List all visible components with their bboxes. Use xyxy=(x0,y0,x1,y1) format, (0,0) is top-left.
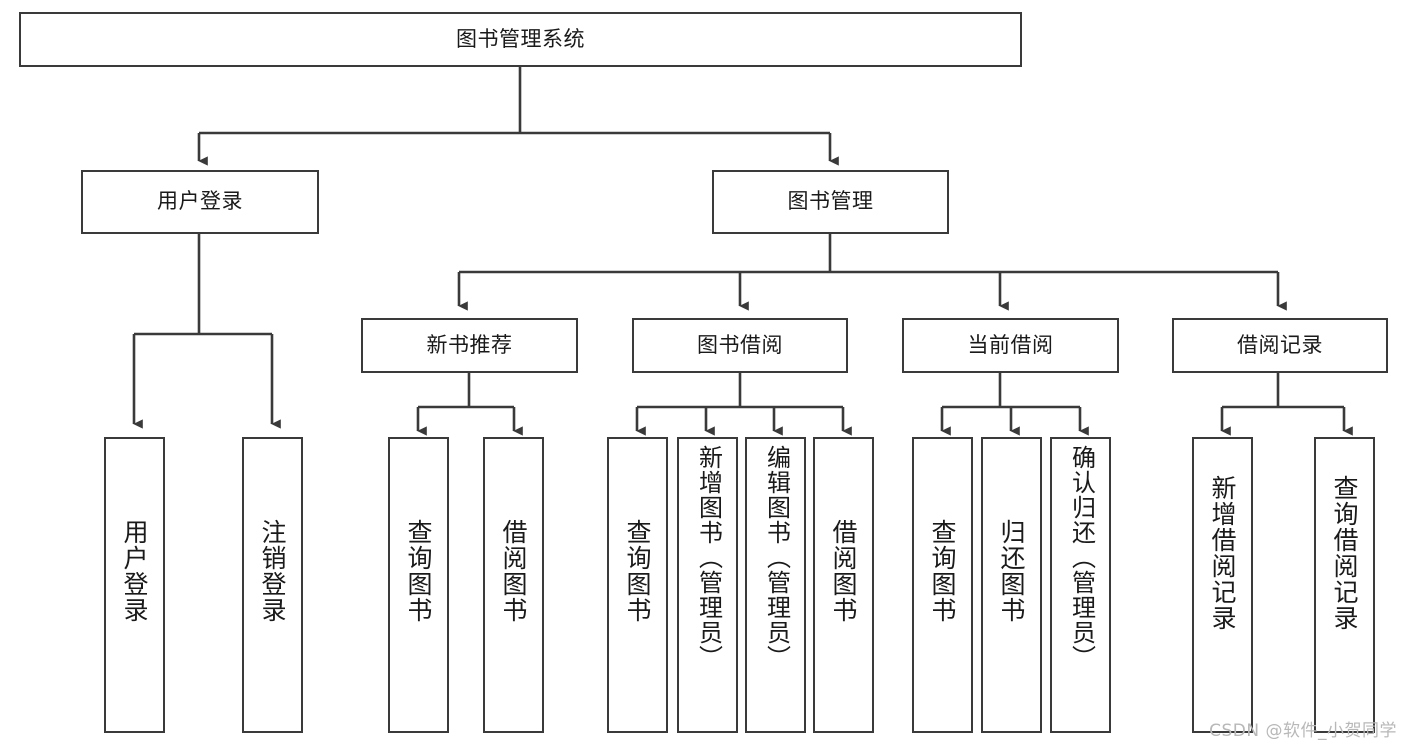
node-new-book-recommend[interactable]: 新书推荐 xyxy=(361,318,578,373)
node-label: 新增图书（管理员） xyxy=(694,445,723,670)
node-label: 图书借阅 xyxy=(697,332,783,357)
node-leaf-edit-book[interactable]: 编辑图书（管理员） xyxy=(745,437,806,733)
node-leaf-confirm-return[interactable]: 确认归还（管理员） xyxy=(1050,437,1111,733)
node-leaf-query-book-2[interactable]: 查询图书 xyxy=(607,437,668,733)
node-book-borrow[interactable]: 图书借阅 xyxy=(632,318,848,373)
node-leaf-add-book[interactable]: 新增图书（管理员） xyxy=(677,437,738,733)
node-label: 归还图书 xyxy=(997,519,1026,623)
node-label: 借阅图书 xyxy=(829,519,858,623)
node-leaf-logout-login[interactable]: 注销登录 xyxy=(242,437,303,733)
node-leaf-query-record[interactable]: 查询借阅记录 xyxy=(1314,437,1375,733)
node-label: 当前借阅 xyxy=(967,332,1054,357)
node-borrow-record[interactable]: 借阅记录 xyxy=(1172,318,1388,373)
csdn-watermark: CSDN @软件_小贺同学 xyxy=(1209,721,1397,741)
node-leaf-return-book[interactable]: 归还图书 xyxy=(981,437,1042,733)
node-label: 新增借阅记录 xyxy=(1208,475,1237,631)
node-label: 确认归还（管理员） xyxy=(1067,445,1096,670)
node-label: 注销登录 xyxy=(258,519,287,623)
node-label: 查询图书 xyxy=(928,519,957,623)
node-leaf-query-book-3[interactable]: 查询图书 xyxy=(912,437,973,733)
node-label: 借阅图书 xyxy=(499,519,528,623)
node-label: 用户登录 xyxy=(157,189,243,214)
node-label: 新书推荐 xyxy=(426,332,513,357)
node-leaf-add-record[interactable]: 新增借阅记录 xyxy=(1192,437,1253,733)
node-leaf-borrow-book-1[interactable]: 借阅图书 xyxy=(483,437,544,733)
node-label: 图书管理 xyxy=(787,189,874,214)
node-leaf-query-book-1[interactable]: 查询图书 xyxy=(388,437,449,733)
node-label: 查询图书 xyxy=(404,519,433,623)
node-label: 编辑图书（管理员） xyxy=(762,445,791,670)
node-label: 用户登录 xyxy=(120,519,149,623)
node-leaf-user-login[interactable]: 用户登录 xyxy=(104,437,165,733)
node-root-system[interactable]: 图书管理系统 xyxy=(19,12,1022,67)
node-leaf-borrow-book-2[interactable]: 借阅图书 xyxy=(813,437,874,733)
node-label: 查询图书 xyxy=(623,519,652,623)
node-label: 图书管理系统 xyxy=(456,26,585,51)
node-label: 查询借阅记录 xyxy=(1330,475,1359,631)
node-user-login[interactable]: 用户登录 xyxy=(81,170,319,234)
node-label: 借阅记录 xyxy=(1237,332,1323,357)
node-current-borrow[interactable]: 当前借阅 xyxy=(902,318,1119,373)
node-book-manage[interactable]: 图书管理 xyxy=(712,170,949,234)
